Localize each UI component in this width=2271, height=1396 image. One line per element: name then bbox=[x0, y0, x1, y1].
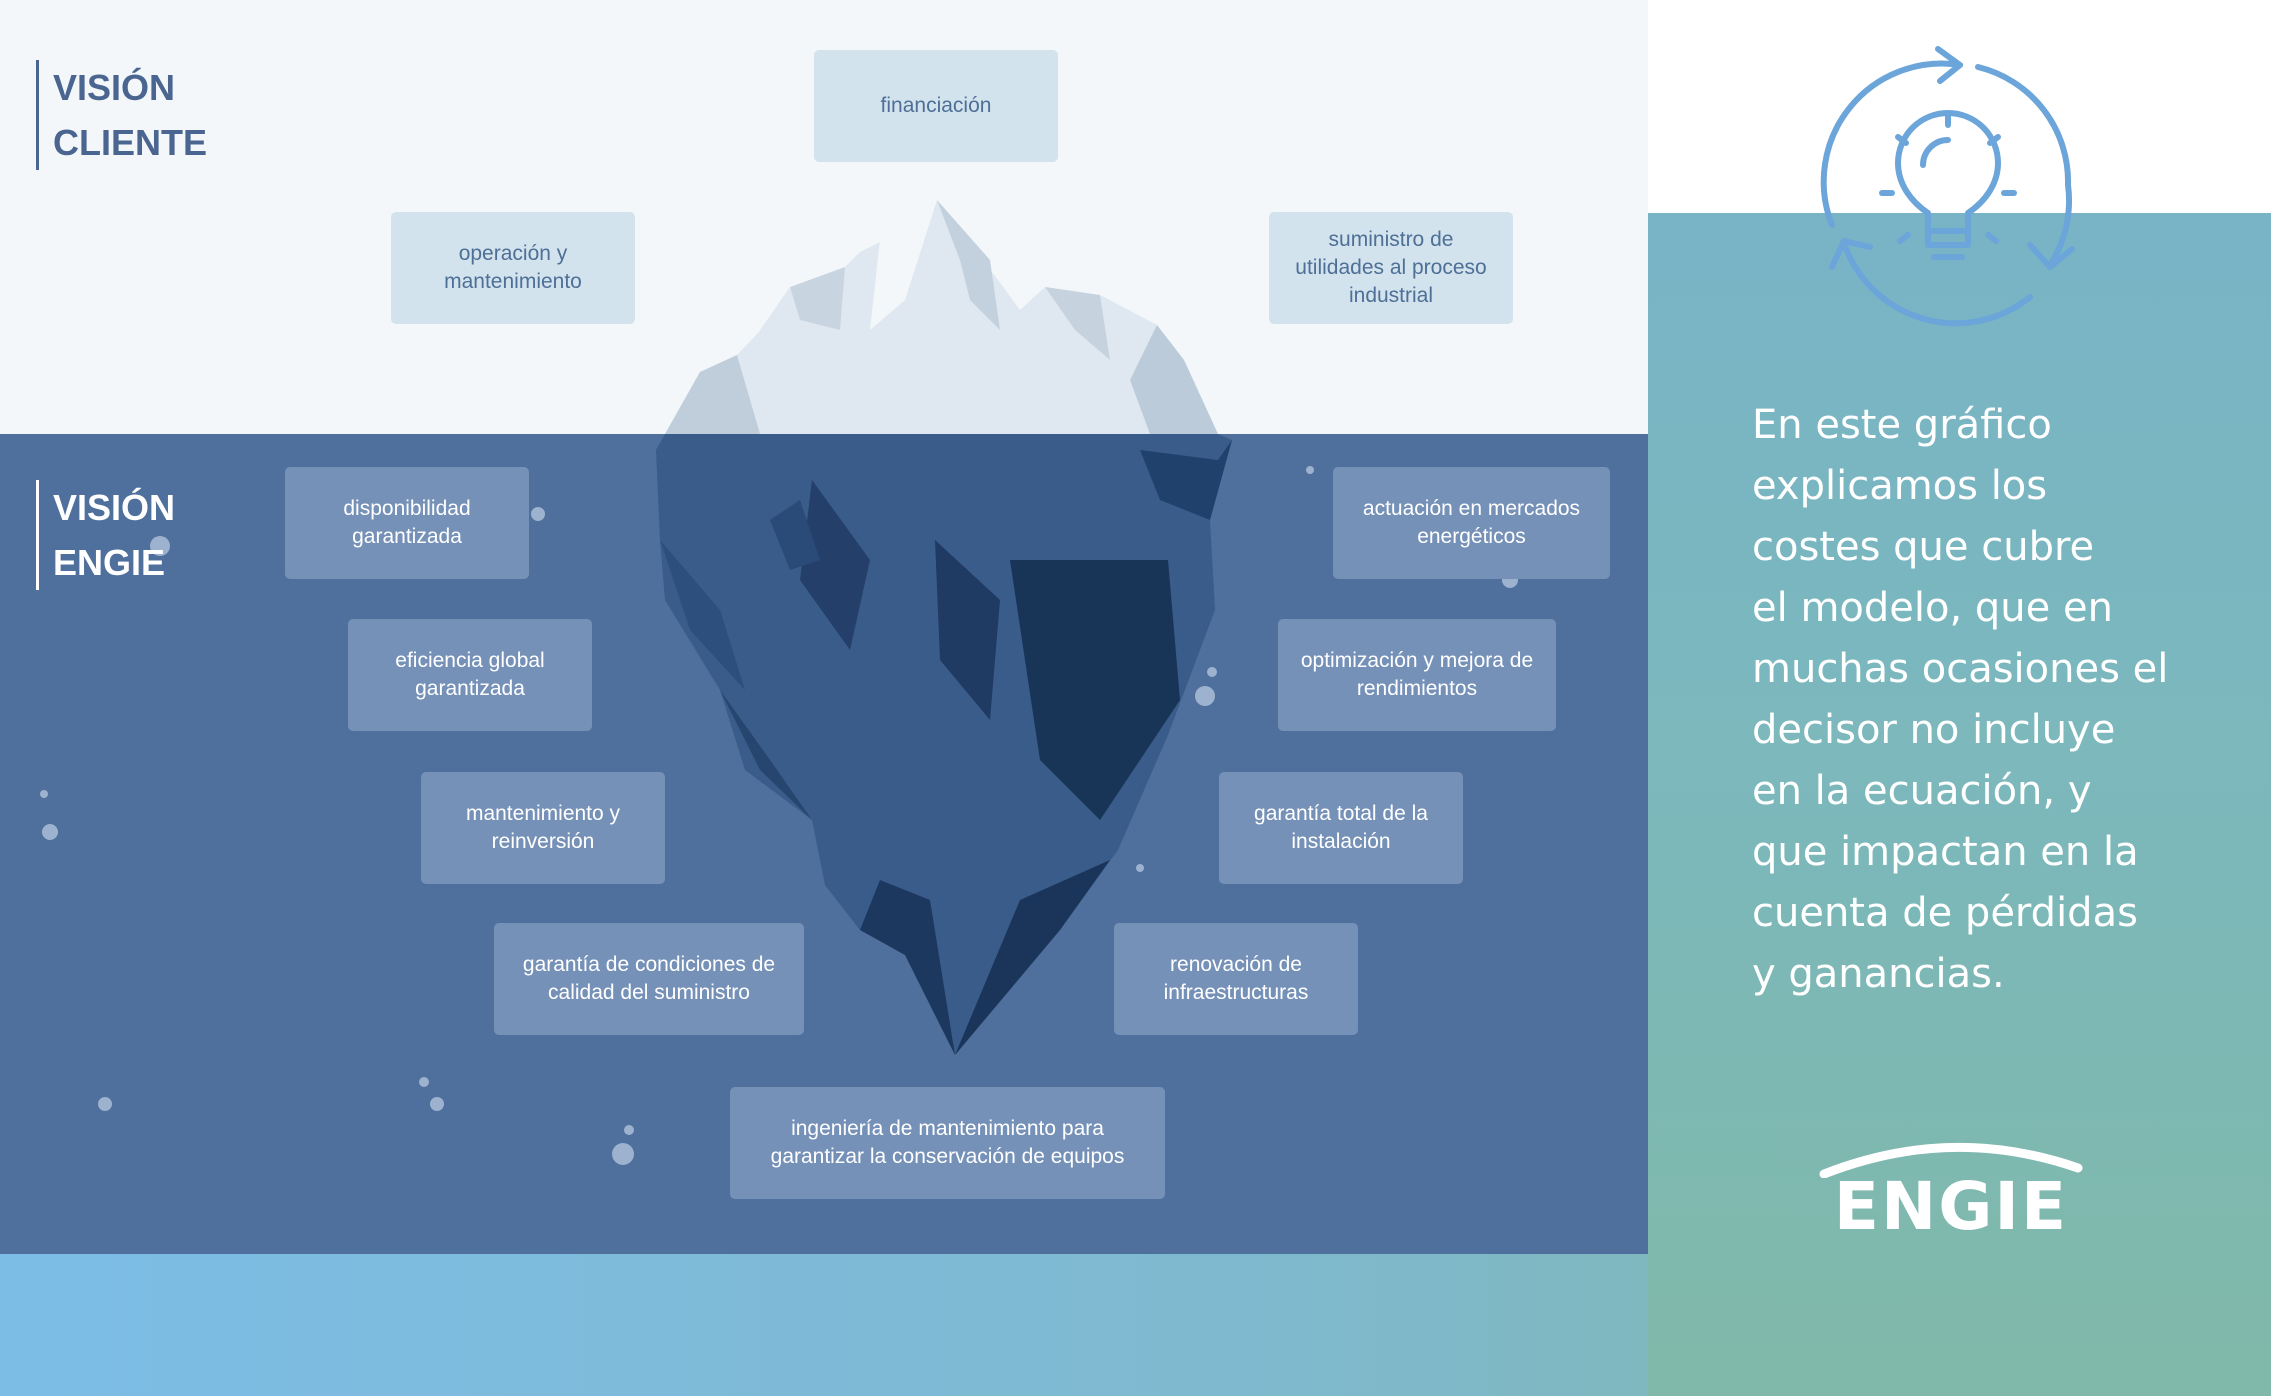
iceberg-body bbox=[656, 434, 1232, 1055]
section-label-line: VISIÓN bbox=[53, 487, 176, 528]
description-text: En este gráfico explicamos los costes qu… bbox=[1752, 395, 2212, 1005]
description-line: en la ecuación, y bbox=[1752, 768, 2092, 814]
description-panel bbox=[1648, 213, 2271, 1396]
description-line: que impactan en la bbox=[1752, 829, 2139, 875]
section-label-vision-engie: VISIÓN ENGIE bbox=[36, 480, 175, 590]
box-renovacion-infraestructuras: renovación de infraestructuras bbox=[1114, 923, 1358, 1035]
description-line: y ganancias. bbox=[1752, 951, 2005, 997]
section-label-vision-cliente: VISIÓN CLIENTE bbox=[36, 60, 207, 170]
box-financiacion: financiación bbox=[814, 50, 1058, 162]
logo-text: ENGIE bbox=[1833, 1168, 2069, 1245]
box-actuacion-mercados: actuación en mercados energéticos bbox=[1333, 467, 1610, 579]
box-eficiencia-global: eficiencia global garantizada bbox=[348, 619, 592, 731]
section-label-line: VISIÓN bbox=[53, 67, 176, 108]
description-line: decisor no incluye bbox=[1752, 707, 2116, 753]
description-line: costes que cubre bbox=[1752, 524, 2095, 570]
bubbles bbox=[40, 466, 1518, 1165]
box-garantia-total: garantía total de la instalación bbox=[1219, 772, 1463, 884]
section-label-line: CLIENTE bbox=[53, 122, 208, 163]
description-line: cuenta de pérdidas bbox=[1752, 890, 2138, 936]
box-suministro-utilidades: suministro de utilidades al proceso indu… bbox=[1269, 212, 1513, 324]
engie-logo: ENGIE bbox=[1816, 1138, 2086, 1245]
box-mantenimiento-reinversion: mantenimiento y reinversión bbox=[421, 772, 665, 884]
lightbulb-icon bbox=[1820, 46, 2075, 327]
description-line: explicamos los bbox=[1752, 463, 2048, 509]
cycle-arrows-icon bbox=[1820, 46, 2075, 327]
icon-background bbox=[1648, 0, 2271, 213]
description-line: el modelo, que en bbox=[1752, 585, 2113, 631]
box-operacion-mantenimiento: operación y mantenimiento bbox=[391, 212, 635, 324]
description-line: En este gráfico bbox=[1752, 402, 2052, 448]
description-line: muchas ocasiones el bbox=[1752, 646, 2169, 692]
logo-arc bbox=[1819, 1142, 2083, 1178]
box-optimizacion-rendimientos: optimización y mejora de rendimientos bbox=[1278, 619, 1556, 731]
box-ingenieria-mantenimiento: ingeniería de mantenimiento para garanti… bbox=[730, 1087, 1165, 1199]
box-disponibilidad-garantizada: disponibilidad garantizada bbox=[285, 467, 529, 579]
section-label-line: ENGIE bbox=[53, 542, 166, 583]
box-garantia-calidad: garantía de condiciones de calidad del s… bbox=[494, 923, 804, 1035]
iceberg-tip bbox=[665, 200, 1218, 434]
iceberg-illustration bbox=[40, 200, 1518, 1165]
